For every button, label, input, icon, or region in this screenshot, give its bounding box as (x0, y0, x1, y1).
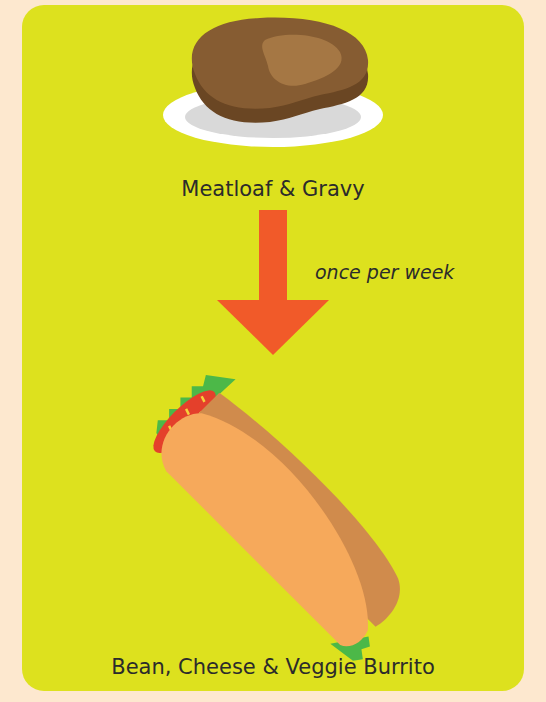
item-caption: Meatloaf & Gravy (181, 176, 364, 202)
frequency-label: once per week (315, 261, 454, 283)
flow-arrow (217, 210, 329, 355)
arrow-head (217, 300, 329, 355)
meatloaf-illustration (163, 18, 383, 147)
arrow-shaft (259, 210, 287, 302)
panel (22, 5, 524, 691)
item-caption: Bean, Cheese & Veggie Burrito (111, 654, 435, 680)
burrito-illustration (132, 361, 439, 668)
illustrated-item: Bean, Cheese & Veggie Burrito (60, 355, 486, 690)
tortilla-front (147, 390, 410, 653)
illustrated-item: Meatloaf & Gravy (100, 15, 446, 210)
meatloaf-top (192, 18, 368, 109)
gravy-highlight (262, 35, 341, 86)
